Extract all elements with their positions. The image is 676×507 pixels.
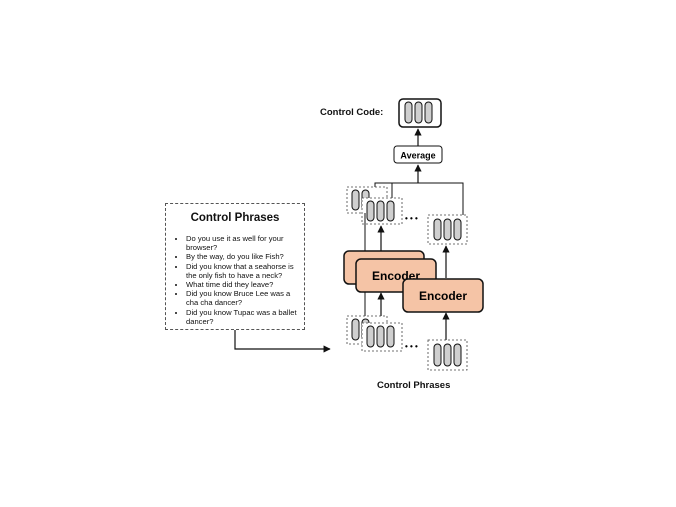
lower-ellipsis: • • • — [405, 342, 418, 351]
control-phrases-list: Do you use it as well for your browser? … — [166, 234, 304, 326]
upper-token-group-3 — [427, 214, 468, 245]
upper-ellipsis: • • • — [405, 214, 418, 223]
merge-lines — [374, 182, 464, 215]
lower-token-group-2 — [361, 322, 403, 352]
control-code-box — [398, 98, 442, 128]
phrase-item: Do you use it as well for your browser? — [186, 234, 300, 252]
phrase-item: Did you know Bruce Lee was a cha cha dan… — [186, 289, 300, 307]
lower-token-group-3 — [427, 339, 468, 371]
average-label: Average — [400, 151, 435, 161]
encoder-block-3: Encoder — [402, 278, 484, 313]
control-code-label: Control Code: — [320, 107, 384, 118]
control-phrases-box: Control Phrases Do you use it as well fo… — [165, 203, 305, 330]
phrase-item: Did you know that a seahorse is the only… — [186, 262, 300, 280]
average-box: Average — [393, 145, 443, 164]
phrase-item: By the way, do you like Fish? — [186, 252, 300, 261]
phrase-item: What time did they leave? — [186, 280, 300, 289]
phrase-item: Did you know Tupac was a ballet dancer? — [186, 308, 300, 326]
phrases-to-encoder-arrow — [234, 330, 331, 353]
bottom-control-phrases-label: Control Phrases — [377, 380, 451, 391]
encoder-label: Encoder — [419, 289, 467, 303]
control-phrases-title: Control Phrases — [190, 212, 280, 224]
upper-token-group-2 — [361, 197, 403, 225]
